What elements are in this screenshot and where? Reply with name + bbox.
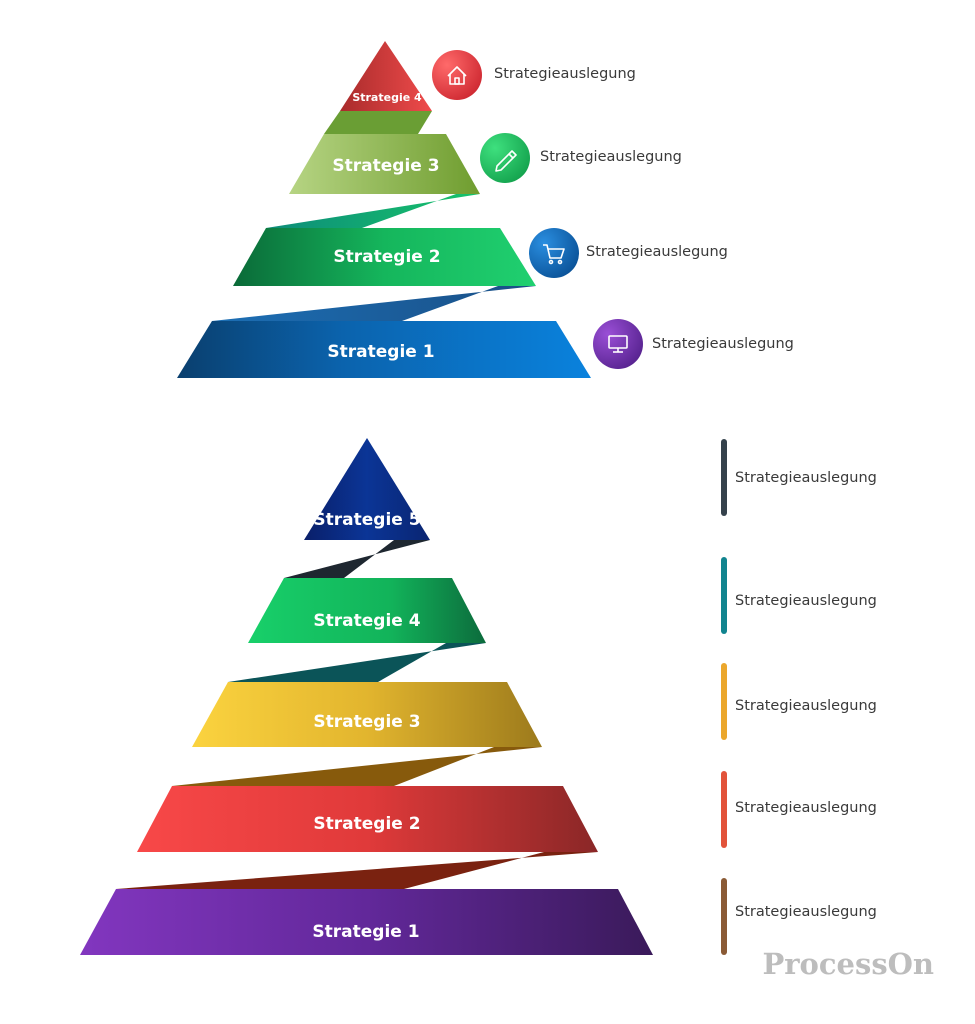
level-label: Strategie 5 [313,510,420,530]
level-shape [233,228,536,286]
level-shape [192,682,542,747]
legend-text: Strategieauslegung [735,470,877,486]
pyramid-top: Strategie 4 Strategie 3 Strategie 2 Stra… [177,41,794,378]
level-shape [289,134,480,194]
legend-bar [721,439,727,516]
callout-level-2: Strategieauslegung [529,228,728,278]
callout-text: Strategieauslegung [586,244,728,260]
level-shape [177,321,591,378]
level-label: Strategie 3 [332,156,439,176]
cart-icon [543,244,565,265]
callout-level-3: Strategieauslegung [480,133,682,183]
badge-circle [529,228,579,278]
level-label: Strategie 2 [333,247,440,267]
level-shape [248,578,486,643]
pyramid-top-level-1: Strategie 1 [177,321,591,378]
connector-strip [172,747,542,786]
callout-level-4: Strategieauslegung [432,50,636,100]
connector-strip [116,852,598,889]
level-label: Strategie 1 [312,922,419,942]
level-shape [340,41,432,111]
badge-circle [432,50,482,100]
legend-text: Strategieauslegung [735,800,877,816]
level-shape [137,786,598,852]
level-label: Strategie 4 [352,91,422,104]
pyramid-bottom: Strategie 5 Strategie 4 Strategie 3 Stra… [80,438,877,955]
legend-text: Strategieauslegung [735,904,877,920]
connector-strip [212,286,536,321]
callout-text: Strategieauslegung [540,149,682,165]
legend-item-3: Strategieauslegung [721,663,877,740]
home-icon [447,66,467,85]
legend-bar [721,663,727,740]
legend-item-1: Strategieauslegung [721,878,877,955]
level-label: Strategie 1 [327,342,434,362]
level-shape [80,889,653,955]
legend-item-2: Strategieauslegung [721,771,877,848]
connector-strip [284,540,430,578]
level-shape [304,438,430,540]
connector-strip [228,643,486,682]
pyramid-top-level-3: Strategie 3 [289,134,480,194]
legend-bar [721,771,727,848]
pyramid-bottom-level-2: Strategie 2 [137,786,598,852]
pyramid-bottom-level-4: Strategie 4 [248,578,486,643]
pyramid-top-level-4: Strategie 4 [340,41,432,111]
pyramid-bottom-level-3: Strategie 3 [192,682,542,747]
monitor-icon [608,335,628,353]
level-label: Strategie 3 [313,712,420,732]
legend-text: Strategieauslegung [735,698,877,714]
badge-circle [593,319,643,369]
callout-text: Strategieauslegung [494,66,636,82]
connector-strip [266,194,480,228]
level-label: Strategie 4 [313,611,420,631]
pencil-icon [495,150,517,172]
legend-item-5: Strategieauslegung [721,439,877,516]
pyramid-bottom-level-5: Strategie 5 [304,438,430,540]
legend-bar [721,557,727,634]
watermark-logo: ProcessOn [762,947,934,981]
legend-item-4: Strategieauslegung [721,557,877,634]
pyramid-bottom-level-1: Strategie 1 [80,889,653,955]
callout-level-1: Strategieauslegung [593,319,794,369]
legend-text: Strategieauslegung [735,593,877,609]
legend-bar [721,878,727,955]
callout-text: Strategieauslegung [652,336,794,352]
pyramid-top-level-2: Strategie 2 [233,228,536,286]
level-label: Strategie 2 [313,814,420,834]
connector-strip [324,111,432,134]
